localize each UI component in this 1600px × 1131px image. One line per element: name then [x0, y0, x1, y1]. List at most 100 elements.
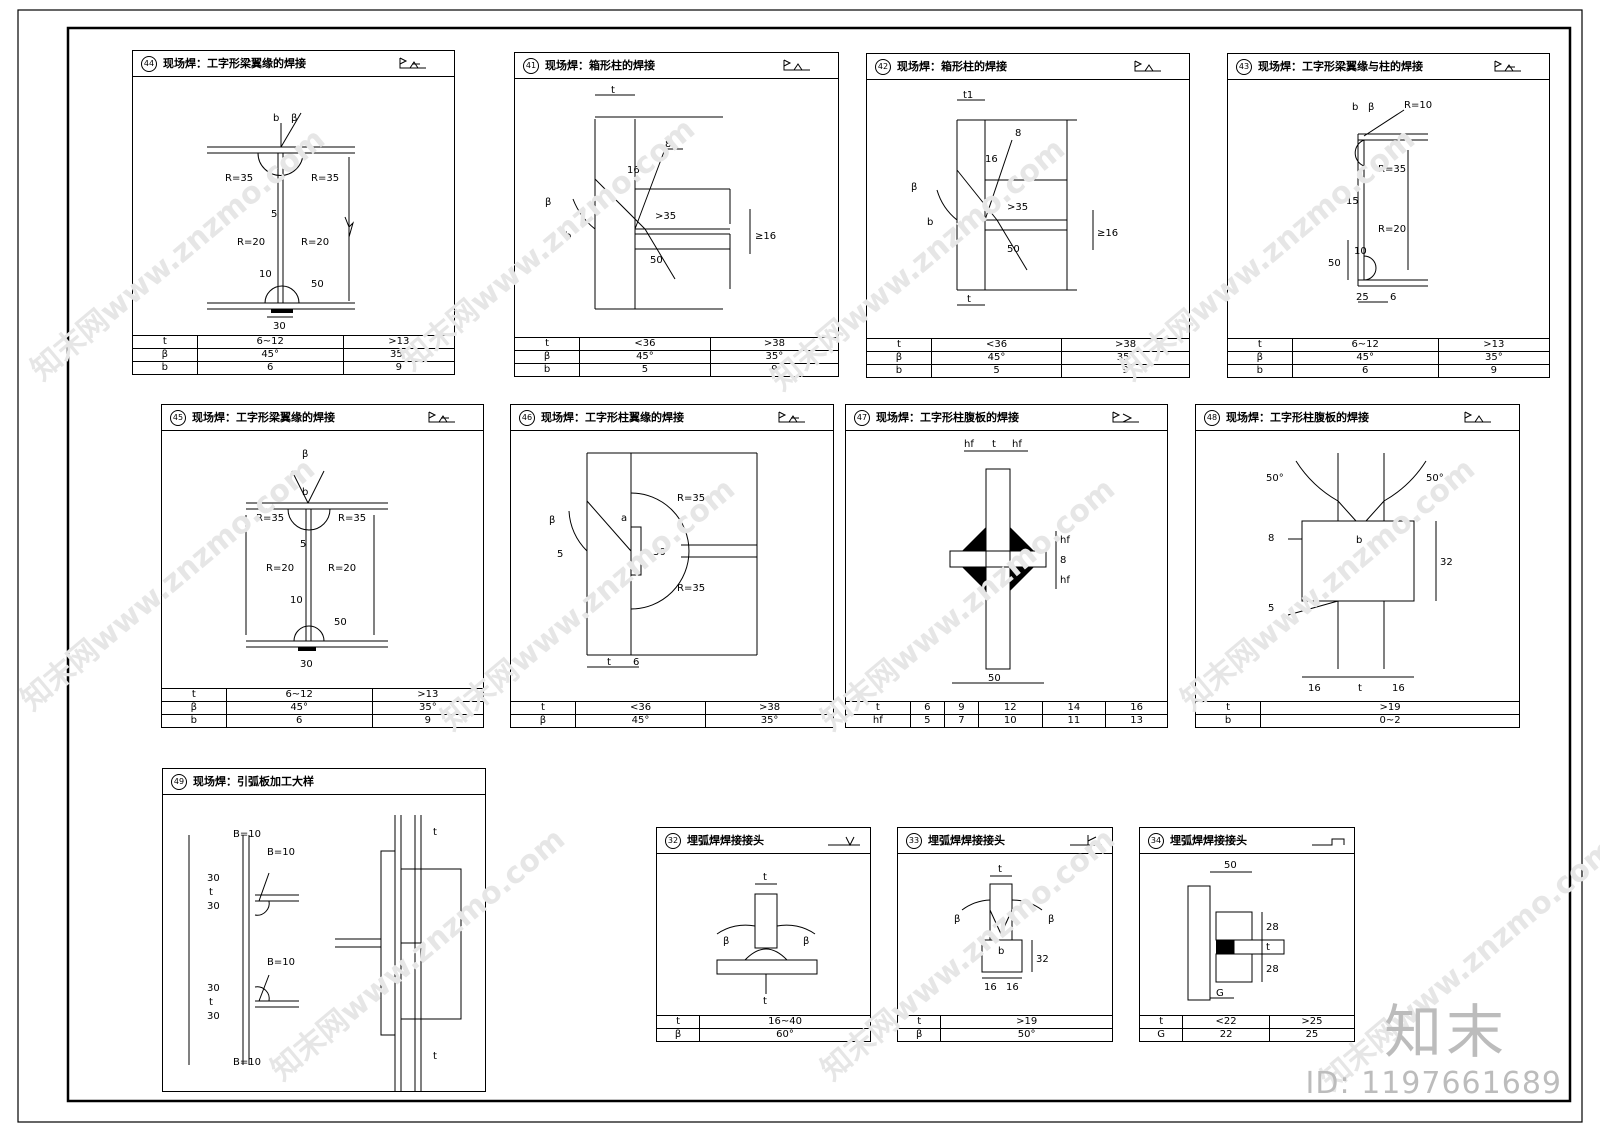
spec-cell: 5	[579, 363, 711, 376]
spec-cell: b	[515, 363, 580, 376]
label-t1: t1	[963, 90, 973, 101]
label-r20: R=20	[1378, 224, 1406, 235]
spec-cell: b	[867, 364, 932, 377]
label-beta: β	[291, 113, 297, 124]
panel-number: 32	[665, 833, 681, 849]
spec-cell: 6	[909, 701, 945, 715]
panel-title-text: 现场焊：工字形梁翼缘的焊接	[192, 411, 335, 424]
label-h28b: 28	[1266, 964, 1279, 975]
label-gt35: >35	[1007, 202, 1028, 213]
label-fifteen: 15	[1346, 196, 1359, 207]
spec-cell: 9	[371, 714, 483, 727]
spec-cell: 13	[1105, 714, 1167, 727]
label-r35: R=35	[1378, 164, 1406, 175]
weld-symbol-icon	[778, 411, 805, 423]
label-a2: 50°	[1426, 473, 1444, 484]
label-hf1: hf	[964, 439, 974, 450]
label-tt1: t	[433, 827, 437, 838]
spec-row: t<36>38	[515, 337, 838, 351]
spec-cell: b	[133, 361, 198, 374]
label-w25: 25	[1356, 292, 1369, 303]
label-b: b	[273, 113, 279, 124]
spec-cell: >19	[1260, 701, 1519, 715]
label-ge16: ≥16	[755, 231, 776, 242]
label-five: 5	[557, 549, 563, 560]
image-id: ID: 1197661689	[1305, 1066, 1562, 1101]
spec-cell: 35°	[709, 350, 838, 364]
spec-cell: <36	[579, 337, 711, 351]
label-ten: 10	[1354, 246, 1367, 257]
spec-cell: 7	[943, 714, 979, 727]
panel-title-text: 现场焊：工字形柱腹板的焊接	[876, 411, 1019, 424]
spec-cell: β	[515, 350, 580, 364]
spec-cell: >38	[709, 337, 838, 351]
panel-title: 48 现场焊：工字形柱腹板的焊接	[1196, 405, 1519, 431]
label-r35b: R=35	[338, 513, 366, 524]
drawing-47: hf t hf hf 8 hf 50	[949, 439, 1070, 684]
spec-cell: 6	[225, 714, 373, 727]
label-w30: 30	[300, 659, 313, 670]
label-fifty: 50	[650, 255, 663, 266]
label-gt35: >35	[655, 211, 676, 222]
panel-title-text: 现场焊：工字形柱腹板的焊接	[1226, 411, 1369, 424]
weld-symbol-icon	[1464, 411, 1491, 423]
spec-cell: t	[1140, 1015, 1183, 1029]
spec-cell: 9	[709, 363, 838, 376]
label-hf4: hf	[1060, 575, 1070, 586]
label-ten: 10	[290, 595, 303, 606]
spec-cell: b	[1196, 714, 1261, 727]
panel-number: 44	[141, 56, 157, 72]
spec-cell: β	[657, 1028, 700, 1041]
spec-cell: 45°	[930, 351, 1062, 365]
spec-cell: 10	[977, 714, 1043, 727]
spec-row: t>19	[1196, 701, 1519, 715]
label-beta: β	[549, 515, 555, 526]
spec-cell: 6	[1291, 364, 1439, 377]
spec-row: t>19	[898, 1015, 1112, 1029]
panel-number: 46	[519, 410, 535, 426]
spec-cell: t	[1228, 338, 1293, 352]
label-eight: 8	[1015, 128, 1021, 139]
drawing-42: t1 8 16 >35 β b 50 ≥16 t	[911, 90, 1118, 306]
panel-number: 48	[1204, 410, 1220, 426]
label-dim1: 30	[207, 873, 220, 884]
spec-cell: 9	[1437, 364, 1549, 377]
label-b: b	[565, 231, 571, 242]
label-r35b: R=35	[311, 173, 339, 184]
spec-cell: 35°	[1437, 351, 1549, 365]
label-t2: t	[763, 996, 767, 1007]
drawing-44: b β R=35 R=35 R=20 R=20 5 50 30 10	[207, 112, 355, 331]
label-ten: 10	[259, 269, 272, 280]
spec-cell: 0~2	[1260, 714, 1519, 727]
weld-symbol-icon	[1070, 835, 1102, 846]
spec-cell: β	[133, 348, 198, 362]
label-w16b: 16	[1392, 683, 1405, 694]
brand-logo: 知末	[1383, 998, 1508, 1066]
spec-cell: 9	[1061, 364, 1189, 377]
label-fifty: 50	[988, 673, 1001, 684]
label-b2: β	[803, 936, 809, 947]
label-b10d: B=10	[233, 1057, 261, 1068]
label-eight: 8	[1268, 533, 1274, 544]
weld-symbol-icon	[1112, 411, 1139, 423]
label-t: t	[607, 657, 611, 668]
drawing-41: t 8 16 >35 β b 50 ≥16	[545, 85, 776, 310]
panel-title-text: 埋弧焊焊接接头	[928, 834, 1005, 847]
